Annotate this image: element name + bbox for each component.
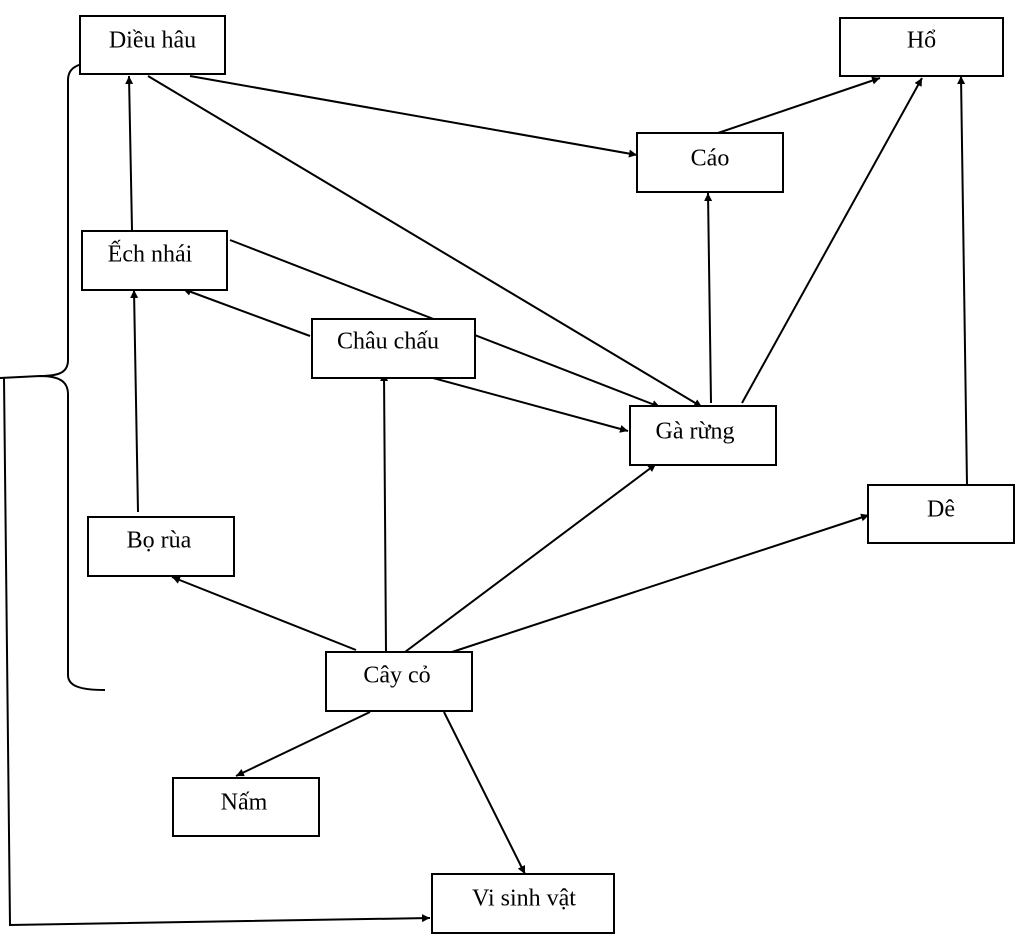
node-chau-chau: Châu chấu (311, 318, 476, 379)
edge-cay-co-to-nam (235, 711, 371, 777)
edge-cay-co-to-bo-rua (171, 576, 357, 651)
node-cao-label: Cáo (691, 146, 730, 172)
edge-cay-co-to-ga-rung (404, 463, 657, 653)
node-ho: Hổ (839, 17, 1004, 77)
node-nam-label: Nấm (221, 790, 268, 816)
edge-dieu-hau-to-cao (189, 75, 638, 158)
group-bracket (0, 61, 106, 691)
edge-bo-rua-to-ech-nhai (130, 289, 139, 513)
node-ech-nhai: Ếch nhái (81, 230, 228, 291)
node-chau-chau-label: Châu chấu (337, 329, 439, 355)
node-cay-co: Cây cỏ (325, 651, 473, 712)
node-cao: Cáo (636, 132, 784, 193)
node-ga-rung: Gà rừng (629, 405, 777, 466)
edge-chau-chau-to-ech-nhai (182, 288, 311, 337)
node-de-label: Dê (927, 497, 955, 523)
node-bo-rua: Bọ rùa (87, 516, 235, 577)
edge-chau-chau-to-ga-rung (421, 374, 629, 433)
edge-cay-co-to-chau-chau (380, 372, 389, 653)
node-dieu-hau: Diều hâu (79, 15, 226, 75)
node-cay-co-label: Cây cỏ (363, 663, 430, 689)
edge-cay-co-to-de (451, 513, 870, 653)
edge-cao-to-ho (717, 76, 881, 134)
node-vi-sinh-vat: Vi sinh vật (431, 873, 615, 934)
edge-dieu-hau-to-ga-rung (147, 75, 703, 408)
node-dieu-hau-label: Diều hâu (109, 28, 196, 54)
edge-consumers-group-to-vi-sinh-vat (3, 377, 431, 927)
edge-cay-co-to-vi-sinh-vat (443, 711, 526, 875)
edges (3, 75, 968, 927)
node-ho-label: Hổ (907, 28, 936, 54)
edge-de-to-ho (957, 75, 968, 486)
node-ech-nhai-label: Ếch nhái (108, 241, 193, 268)
node-ga-rung-label: Gà rừng (656, 419, 735, 445)
edge-ech-nhai-to-dieu-hau (125, 75, 134, 231)
edge-ga-rung-to-cao (704, 192, 713, 404)
edge-ga-rung-to-ho (741, 77, 923, 404)
node-vi-sinh-vat-label: Vi sinh vật (472, 886, 576, 912)
nodes: Diều hâu Hổ Cáo Ếch nhái Châu chấu Gà rừ… (79, 15, 1015, 934)
node-bo-rua-label: Bọ rùa (127, 528, 192, 554)
node-nam: Nấm (172, 777, 320, 837)
node-de: Dê (867, 484, 1015, 544)
